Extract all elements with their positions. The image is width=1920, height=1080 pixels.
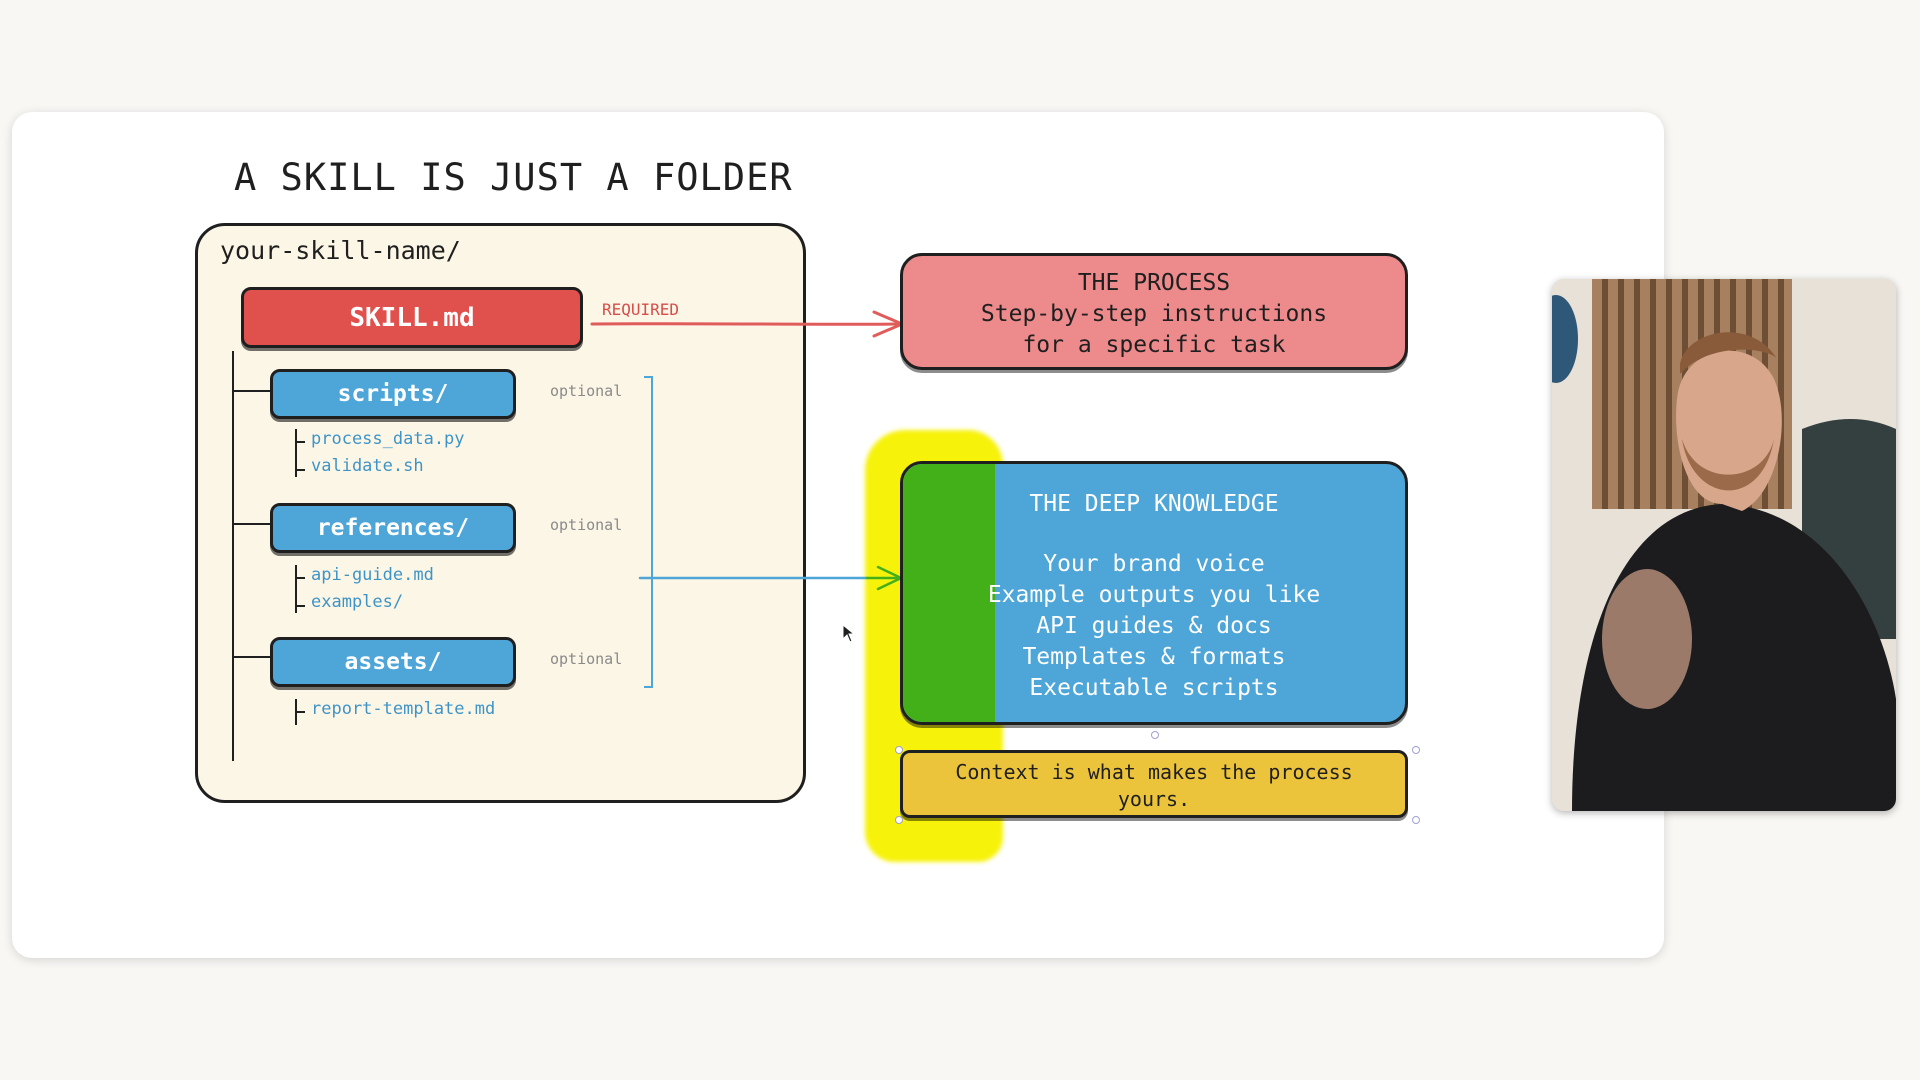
tree-branch-references xyxy=(232,523,270,525)
references-optional-tag: optional xyxy=(550,516,623,534)
assets-folder[interactable]: assets/ xyxy=(270,637,516,687)
tree-branch-scripts xyxy=(232,390,270,392)
process-line-1: Step-by-step instructions xyxy=(980,301,1328,327)
file-api-guide-md[interactable]: api-guide.md xyxy=(311,565,434,585)
knowledge-item-templates: Templates & formats xyxy=(1022,644,1286,670)
knowledge-item-executable-scripts: Executable scripts xyxy=(1029,675,1279,701)
references-file-tick-2 xyxy=(295,605,305,607)
presenter-hair xyxy=(1680,332,1777,374)
selection-handle-top[interactable] xyxy=(1151,731,1159,739)
skill-folder-container: your-skill-name/ SKILL.md scripts/ optio… xyxy=(195,223,806,803)
folder-examples[interactable]: examples/ xyxy=(311,592,404,612)
slide-title: A SKILL IS JUST A FOLDER xyxy=(234,156,793,199)
deep-knowledge-content: THE DEEP KNOWLEDGE Your brand voice Exam… xyxy=(903,489,1405,704)
presenter-video-frame xyxy=(1552,279,1896,811)
presenter-beard xyxy=(1682,439,1774,491)
deep-knowledge-box: THE DEEP KNOWLEDGE Your brand voice Exam… xyxy=(900,461,1408,725)
selection-handle-top-right[interactable] xyxy=(1412,746,1420,754)
folder-name: your-skill-name/ xyxy=(220,236,461,265)
scripts-file-tick-1 xyxy=(295,441,305,443)
presenter-hands xyxy=(1602,569,1692,709)
file-report-template-md[interactable]: report-template.md xyxy=(311,699,496,719)
assets-optional-tag: optional xyxy=(550,650,623,668)
blue-green-arrow xyxy=(638,565,903,591)
file-process-data-py[interactable]: process_data.py xyxy=(311,429,465,449)
selection-handle-bottom-right[interactable] xyxy=(1412,816,1420,824)
process-heading: THE PROCESS xyxy=(1077,270,1231,296)
context-note-box[interactable]: Context is what makes the process yours. xyxy=(900,750,1408,818)
required-tag: REQUIRED xyxy=(602,300,680,319)
selection-handle-top-left[interactable] xyxy=(895,746,903,754)
references-folder[interactable]: references/ xyxy=(270,503,516,553)
connector-arrows xyxy=(590,310,904,688)
tree-branch-assets xyxy=(232,656,270,658)
scripts-files-bracket xyxy=(295,429,297,477)
context-note-line-1: Context is what makes the process xyxy=(955,760,1353,784)
red-arrow xyxy=(590,310,904,338)
wall-art xyxy=(1552,295,1578,383)
assets-file-tick-1 xyxy=(295,711,305,713)
context-note-line-2: yours. xyxy=(1117,787,1191,811)
process-line-2: for a specific task xyxy=(1022,332,1286,358)
scripts-optional-tag: optional xyxy=(550,382,623,400)
selection-handle-bottom-left[interactable] xyxy=(895,816,903,824)
knowledge-item-brand-voice: Your brand voice xyxy=(1043,551,1265,577)
references-files-bracket xyxy=(295,565,297,613)
tree-trunk-line xyxy=(232,351,234,761)
knowledge-item-example-outputs: Example outputs you like xyxy=(987,582,1321,608)
presenter-webcam-feed xyxy=(1552,279,1896,811)
deep-knowledge-heading: THE DEEP KNOWLEDGE xyxy=(1029,491,1279,517)
process-box: THE PROCESS Step-by-step instructions fo… xyxy=(900,253,1408,370)
scripts-folder[interactable]: scripts/ xyxy=(270,369,516,419)
skill-md-file[interactable]: SKILL.md xyxy=(241,287,583,348)
green-highlight-overlay xyxy=(903,464,995,722)
scripts-file-tick-2 xyxy=(295,469,305,471)
mouse-pointer-icon xyxy=(842,624,856,643)
deep-knowledge-spacer xyxy=(903,520,1405,549)
optional-bracket xyxy=(644,376,712,688)
references-file-tick-1 xyxy=(295,577,305,579)
file-validate-sh[interactable]: validate.sh xyxy=(311,456,424,476)
slide-canvas: A SKILL IS JUST A FOLDER your-skill-name… xyxy=(12,112,1664,958)
knowledge-item-api-guides: API guides & docs xyxy=(1036,613,1272,639)
